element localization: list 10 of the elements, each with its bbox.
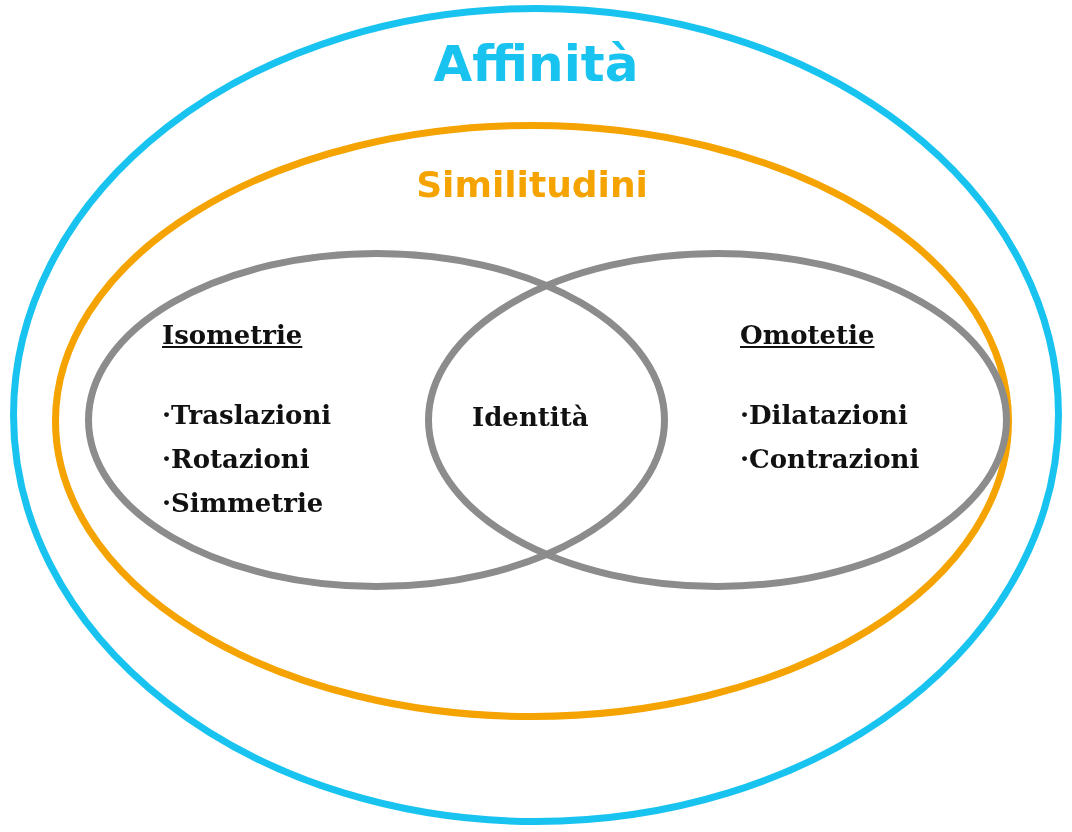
set-heading: Omotetie [740,320,875,350]
list-item: ·Simmetrie [162,488,324,518]
list-item: ·Contrazioni [740,444,920,474]
list-item: ·Dilatazioni [740,400,908,430]
set-title: Affinità [433,35,639,93]
set-title: Similitudini [416,164,648,205]
set-heading: Isometrie [162,320,303,350]
list-item: ·Rotazioni [162,444,310,474]
list-item: ·Traslazioni [162,400,332,430]
intersection-label: Identità [472,402,589,432]
